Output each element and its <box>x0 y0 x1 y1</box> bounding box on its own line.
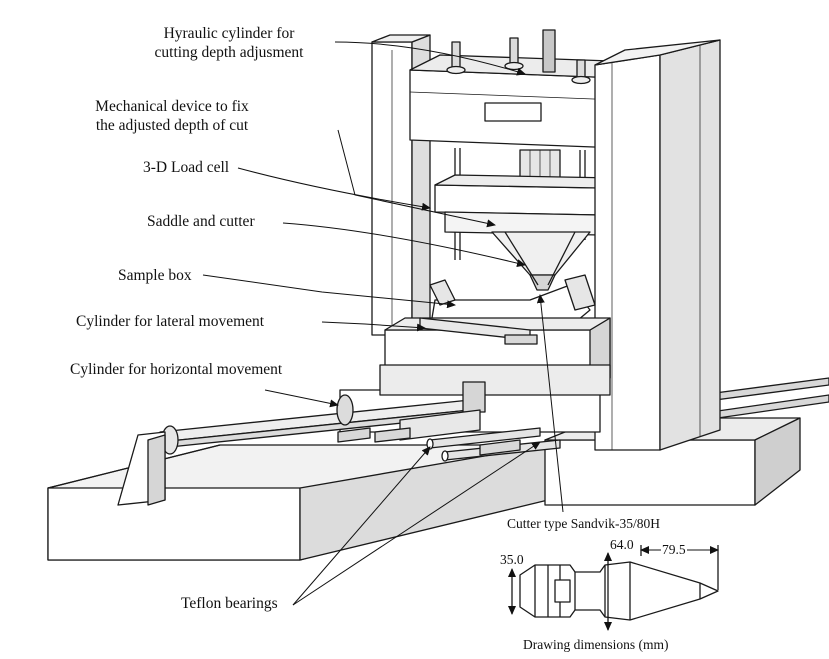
label-cutter-type: Cutter type Sandvik-35/80H <box>507 516 660 531</box>
base-platform <box>47 444 549 561</box>
label-hydraulic-cylinder-line1: Hyraulic cylinder for <box>163 25 295 42</box>
label-mechanical-device-line1: Mechanical device to fix <box>95 98 249 115</box>
label-hydraulic-cylinder: Hyraulic cylinder for cutting depth adju… <box>124 24 334 62</box>
dimension-79-5: 79.5 <box>661 542 687 558</box>
support-pads <box>337 427 521 456</box>
label-cylinder-horizontal: Cylinder for horizontal movement <box>70 361 283 378</box>
dimension-64: 64.0 <box>610 537 634 552</box>
label-hydraulic-cylinder-line2: cutting depth adjusment <box>154 44 304 61</box>
load-cell-plate <box>434 174 616 236</box>
label-mechanical-device-line2: the adjusted depth of cut <box>95 117 249 134</box>
frame-column-right <box>594 39 721 451</box>
saddle-and-cutter <box>491 231 591 291</box>
dimension-35: 35.0 <box>500 552 524 567</box>
cutter-detail-drawing <box>511 545 719 630</box>
label-sample-box: Sample box <box>118 267 192 284</box>
label-mechanical-device: Mechanical device to fix the adjusted de… <box>62 97 282 135</box>
label-teflon-bearings: Teflon bearings <box>181 595 278 612</box>
label-saddle-cutter: Saddle and cutter <box>147 213 255 230</box>
label-drawing-dimensions: Drawing dimensions (mm) <box>523 637 669 652</box>
label-cylinder-lateral: Cylinder for lateral movement <box>76 313 265 330</box>
leader-lines <box>202 41 719 631</box>
end-support-bracket <box>117 431 166 506</box>
frame-column-left <box>371 34 431 336</box>
label-load-cell: 3-D Load cell <box>143 159 230 176</box>
